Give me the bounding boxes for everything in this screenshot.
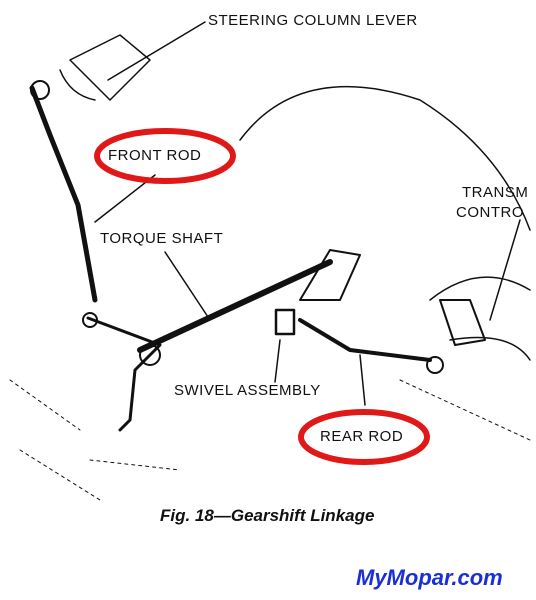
leader-torque-shaft <box>164 251 211 321</box>
leader-rear-rod <box>359 354 366 406</box>
leader-swivel <box>274 339 281 383</box>
front-rod-shape <box>29 85 98 303</box>
rear-rod-shape <box>298 318 432 362</box>
label-swivel-assembly: SWIVEL ASSEMBLY <box>174 382 321 399</box>
watermark: MyMopar.com <box>356 565 503 590</box>
steering-column-outline <box>69 34 151 101</box>
transmission-control-lever <box>439 299 486 346</box>
swivel-block <box>274 308 296 336</box>
shaft-end <box>139 344 161 366</box>
lower-bracket <box>86 316 162 432</box>
label-transmission-line2: CONTRO <box>456 204 524 221</box>
label-rear-rod: REAR ROD <box>320 428 404 445</box>
leader-transmission <box>489 219 521 321</box>
front-pivot <box>82 312 98 328</box>
torque-shaft-shape <box>137 259 333 353</box>
label-steering-column-lever: STEERING COLUMN LEVER <box>208 12 418 29</box>
transmission-outline <box>239 85 531 231</box>
rear-pivot <box>426 356 444 374</box>
label-torque-shaft: TORQUE SHAFT <box>100 230 224 247</box>
label-transmission-line1: TRANSM <box>462 184 529 201</box>
front-rod-highlight <box>94 128 236 184</box>
leader-steering <box>107 21 206 81</box>
figure-caption: Fig. 18—Gearshift Linkage <box>160 506 375 525</box>
label-front-rod: FRONT ROD <box>108 147 202 164</box>
rear-rod-highlight <box>298 409 430 465</box>
